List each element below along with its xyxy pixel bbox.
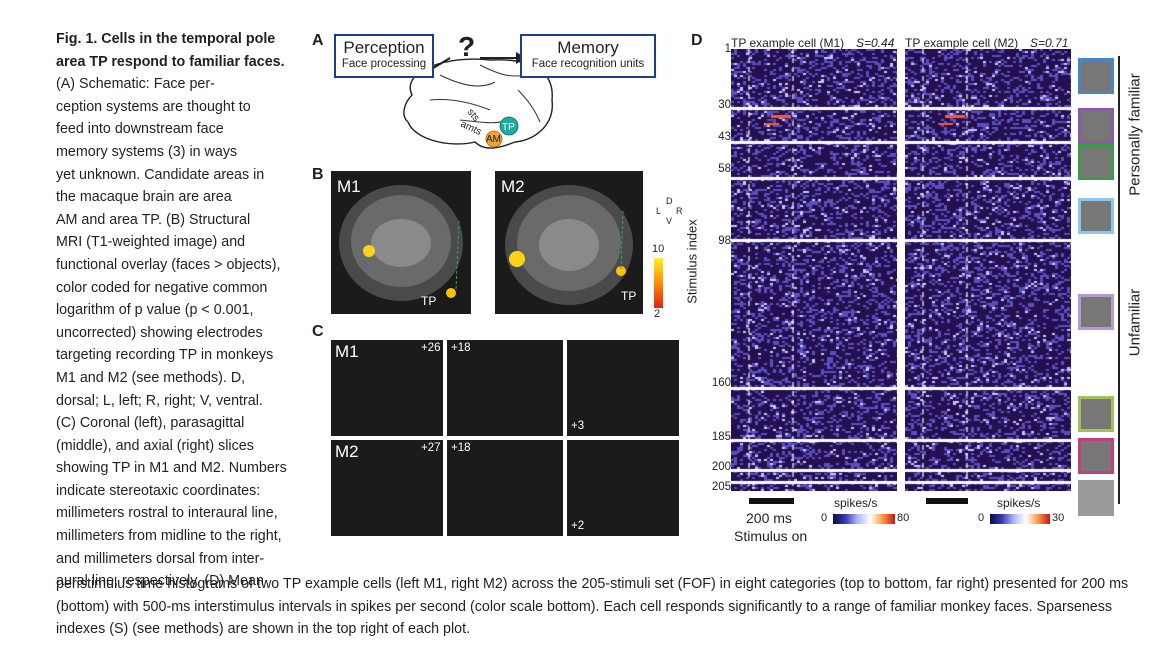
- group-unfamiliar-label: Unfamiliar: [1126, 288, 1144, 357]
- y-axis-title: Stimulus index: [684, 219, 700, 304]
- category-thumbnail: [1078, 144, 1114, 180]
- familiar-bracket: [1118, 56, 1120, 206]
- caption-continuation: peristimulus time histograms of two TP e…: [56, 573, 1156, 641]
- caption-line: dorsal; L, left; R, right; V, ventral.: [56, 392, 263, 409]
- tp-marker-label: TP: [502, 122, 515, 133]
- raster-cell2: [905, 49, 1071, 491]
- category-thumbnail: [1078, 438, 1114, 474]
- category-thumbnail: [1078, 294, 1114, 330]
- colorbar-min: 2: [654, 308, 661, 320]
- caption-line: feed into downstream face: [56, 121, 224, 138]
- panel-d-letter: D: [691, 32, 703, 49]
- panel-b-letter: B: [312, 166, 324, 183]
- time-scale-bar: [749, 498, 794, 504]
- category-thumbnail: [1078, 198, 1114, 234]
- m2-label: M2: [501, 177, 525, 196]
- caption-line: the macaque brain are area: [56, 189, 232, 206]
- cbar1-min: 0: [821, 512, 828, 524]
- cell1-title: TP example cell (M1): [731, 36, 845, 50]
- stimulus-on-label: Stimulus on: [734, 528, 808, 544]
- mri-m1-axial-slice: +3: [567, 340, 679, 436]
- category-thumbnail: [1078, 396, 1114, 432]
- time-scale-bar-2: [926, 498, 968, 504]
- orientation-cross-icon: D L R V: [656, 196, 683, 226]
- caption-line: M1 and M2 (see methods). D,: [56, 369, 246, 386]
- memory-title: Memory: [557, 38, 619, 57]
- caption-line: color coded for negative common: [56, 279, 268, 296]
- panel-a-letter: A: [312, 32, 324, 49]
- caption-line: showing TP in M1 and M2. Numbers: [56, 460, 287, 477]
- y-axis: 1 30 43 58 98 160 185 200 205: [711, 43, 731, 493]
- cbar2-max: 30: [1052, 512, 1065, 524]
- caption-line: aural line, respectively. (D) Mean: [56, 573, 264, 590]
- perception-sub: Face processing: [341, 58, 427, 70]
- category-thumbnail: [1078, 480, 1114, 516]
- cbar2: [990, 514, 1050, 524]
- mri-m1-sagittal-slice: +18: [447, 340, 563, 436]
- caption-line: AM and area TP. (B) Structural: [56, 211, 251, 228]
- caption-line: MRI (T1-weighted image) and: [56, 234, 246, 251]
- tp-arrow-label: TP: [621, 289, 637, 303]
- caption-line: yet unknown. Candidate areas in: [56, 166, 265, 183]
- caption-line: indicate stereotaxic coordinates:: [56, 482, 261, 499]
- caption-line: (A) Schematic: Face per-: [56, 76, 215, 93]
- time-scale-label: 200 ms: [746, 510, 792, 526]
- cbar2-min: 0: [978, 512, 985, 524]
- cbar1-max: 80: [897, 512, 910, 524]
- caption-line: logarithm of p value (p < 0.001,: [56, 302, 254, 319]
- cbar1-label: spikes/s: [834, 496, 878, 510]
- cbar2-label: spikes/s: [997, 496, 1041, 510]
- mri-m1-coronal: M1 TP: [331, 171, 471, 314]
- mri-m2-coronal: M2 TP: [495, 171, 643, 314]
- caption-line: targeting recording TP in monkeys: [56, 347, 274, 364]
- caption-line: functional overlay (faces > objects),: [56, 256, 281, 273]
- category-thumbnail: [1078, 58, 1114, 94]
- caption-line: (C) Coronal (left), parasagittal: [56, 415, 245, 432]
- panel-c-letter: C: [312, 323, 324, 340]
- perception-title: Perception: [343, 38, 425, 57]
- caption-line: millimeters from midline to the right,: [56, 528, 282, 545]
- caption-body: (A) Schematic: Face per-ception systems …: [56, 73, 292, 593]
- caption-line: memory systems (3) in ways: [56, 143, 238, 160]
- caption-line: millimeters rostral to interaural line,: [56, 505, 278, 522]
- memory-box: Memory Face recognition units: [520, 34, 656, 78]
- brain-schematic: sts amts TP AM: [403, 52, 553, 149]
- figure-caption: Fig. 1. Cells in the temporal pole area …: [56, 28, 292, 593]
- mri-m2-coronal-slice: M2 +27: [331, 440, 443, 536]
- mri-m1-coronal-slice: M1 +26: [331, 340, 443, 436]
- caption-line: ception systems are thought to: [56, 98, 251, 115]
- cell2-sparseness: S=0.71: [1030, 36, 1069, 50]
- perception-box: Perception Face processing: [334, 34, 434, 78]
- caption-line: (bottom) with 500-ms interstimulus inter…: [56, 598, 1113, 615]
- caption-line: uncorrected) showing electrodes: [56, 324, 263, 341]
- unfamiliar-bracket: [1118, 186, 1120, 504]
- category-thumbnail: [1078, 108, 1114, 144]
- group-personal-label: Personally familiar: [1126, 73, 1144, 196]
- caption-line: indexes (S) (see methods) are shown in t…: [56, 621, 471, 638]
- question-mark: ?: [458, 31, 476, 62]
- mri-m2-sagittal-slice: +18: [447, 440, 563, 536]
- caption-line: peristimulus time histograms of two TP e…: [56, 576, 1129, 592]
- caption-line: (middle), and axial (right) slices: [56, 437, 254, 454]
- m1-label: M1: [337, 177, 361, 196]
- pvalue-colorbar: [654, 258, 663, 308]
- caption-line: and millimeters dorsal from inter-: [56, 550, 265, 567]
- cbar1: [833, 514, 895, 524]
- cell2-title: TP example cell (M2): [905, 36, 1019, 50]
- colorbar-max: 10: [652, 243, 665, 255]
- am-marker-label: AM: [486, 134, 501, 145]
- memory-sub: Face recognition units: [531, 58, 645, 70]
- tp-arrow-label: TP: [421, 294, 437, 308]
- raster-cell1: [731, 49, 897, 491]
- cell1-sparseness: S=0.44: [856, 36, 895, 50]
- mri-m2-axial-slice: +2: [567, 440, 679, 536]
- figure-title: Fig. 1. Cells in the temporal pole area …: [56, 31, 285, 70]
